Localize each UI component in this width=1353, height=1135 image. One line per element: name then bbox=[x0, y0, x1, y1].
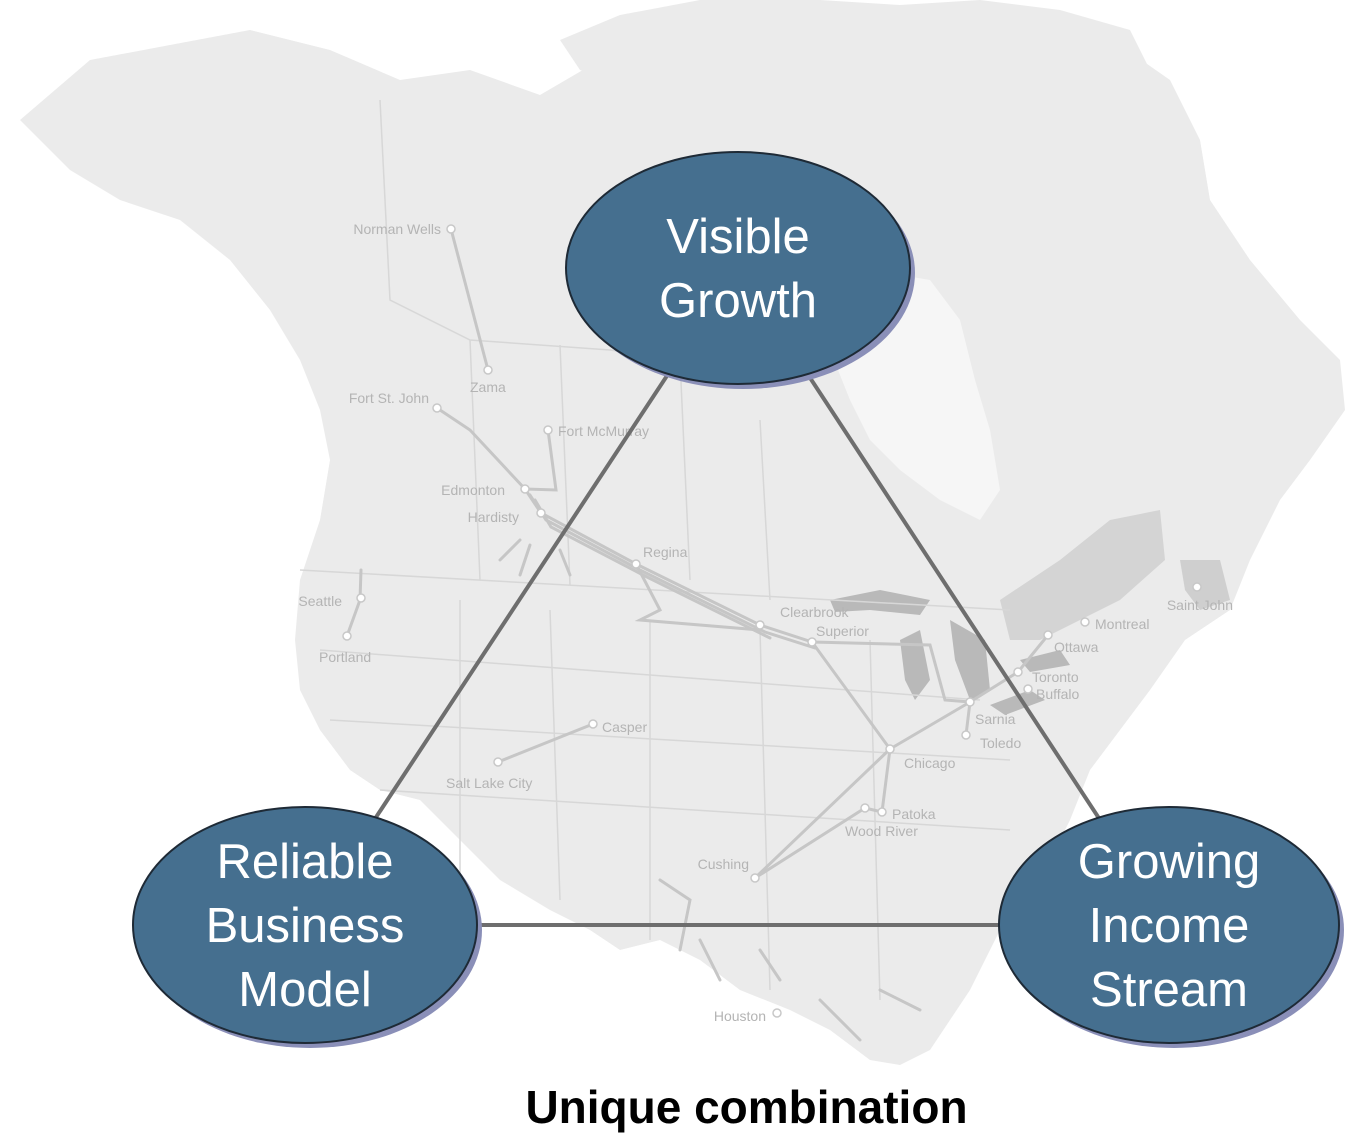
city-label: Norman Wells bbox=[353, 221, 441, 237]
node-ellipse bbox=[998, 806, 1340, 1044]
city-label: Montreal bbox=[1095, 616, 1149, 632]
city-label: Sarnia bbox=[975, 711, 1016, 727]
city-label: Cushing bbox=[698, 856, 749, 872]
landmass bbox=[20, 5, 1345, 1065]
north-america-map bbox=[20, 0, 1345, 1065]
city-label: Edmonton bbox=[441, 482, 505, 498]
maritime-region bbox=[1180, 560, 1230, 610]
city-label: Ottawa bbox=[1054, 639, 1099, 655]
city-marker bbox=[588, 719, 598, 729]
city-label: Saint John bbox=[1167, 597, 1233, 613]
city-marker bbox=[356, 593, 366, 603]
city-marker bbox=[1013, 667, 1023, 677]
great-lakes bbox=[830, 590, 1070, 715]
arctic-islands bbox=[560, 0, 1150, 100]
diagram-caption: Unique combination bbox=[0, 1084, 1353, 1130]
city-marker bbox=[1192, 582, 1202, 592]
city-label: Salt Lake City bbox=[446, 775, 532, 791]
city-label: Clearbrook bbox=[780, 604, 849, 620]
city-label: Buffalo bbox=[1036, 686, 1080, 702]
city-marker bbox=[543, 425, 553, 435]
city-label: Portland bbox=[319, 649, 371, 665]
node-label-line: Visible bbox=[666, 210, 809, 264]
city-label: Wood River bbox=[845, 823, 918, 839]
city-marker bbox=[631, 559, 641, 569]
city-marker bbox=[483, 365, 493, 375]
city-label: Regina bbox=[643, 544, 688, 560]
border-lines bbox=[299, 99, 1011, 1001]
city-marker bbox=[520, 484, 530, 494]
city-label: Hardisty bbox=[468, 509, 519, 525]
city-label: Toronto bbox=[1032, 669, 1079, 685]
city-marker bbox=[807, 637, 817, 647]
node-label-line: Model bbox=[238, 963, 371, 1017]
city-marker bbox=[432, 403, 442, 413]
city-marker bbox=[755, 620, 765, 630]
edge-growth-reliable bbox=[303, 266, 740, 927]
node-label-line: Stream bbox=[1090, 963, 1248, 1017]
node-label-line: Income bbox=[1089, 899, 1250, 953]
city-label: Seattle bbox=[298, 593, 342, 609]
city-marker bbox=[860, 803, 870, 813]
city-marker bbox=[493, 757, 503, 767]
city-marker bbox=[965, 697, 975, 707]
city-label: Houston bbox=[714, 1008, 766, 1024]
node-label-line: Growth bbox=[659, 274, 817, 328]
city-label: Zama bbox=[470, 379, 506, 395]
city-label: Toledo bbox=[980, 735, 1021, 751]
city-marker bbox=[342, 631, 352, 641]
city-marker bbox=[446, 224, 456, 234]
node-label-line: Business bbox=[206, 899, 405, 953]
city-marker bbox=[750, 873, 760, 883]
node-ellipse bbox=[565, 151, 911, 385]
city-marker bbox=[1080, 617, 1090, 627]
city-label: Superior bbox=[816, 623, 869, 639]
city-label: Fort St. John bbox=[349, 390, 429, 406]
city-marker bbox=[885, 744, 895, 754]
city-marker bbox=[877, 807, 887, 817]
city-marker bbox=[536, 508, 546, 518]
city-marker bbox=[772, 1008, 782, 1018]
node-ellipse bbox=[132, 806, 478, 1044]
city-label: Casper bbox=[602, 719, 647, 735]
city-marker bbox=[1043, 630, 1053, 640]
caption-text: Unique combination bbox=[525, 1081, 968, 1133]
quebec-region bbox=[1000, 510, 1165, 640]
node-label-line: Growing bbox=[1078, 835, 1260, 889]
city-label: Patoka bbox=[892, 806, 936, 822]
city-marker bbox=[1023, 684, 1033, 694]
city-label: Chicago bbox=[904, 755, 956, 771]
node-label-line: Reliable bbox=[216, 835, 393, 889]
city-marker bbox=[961, 730, 971, 740]
